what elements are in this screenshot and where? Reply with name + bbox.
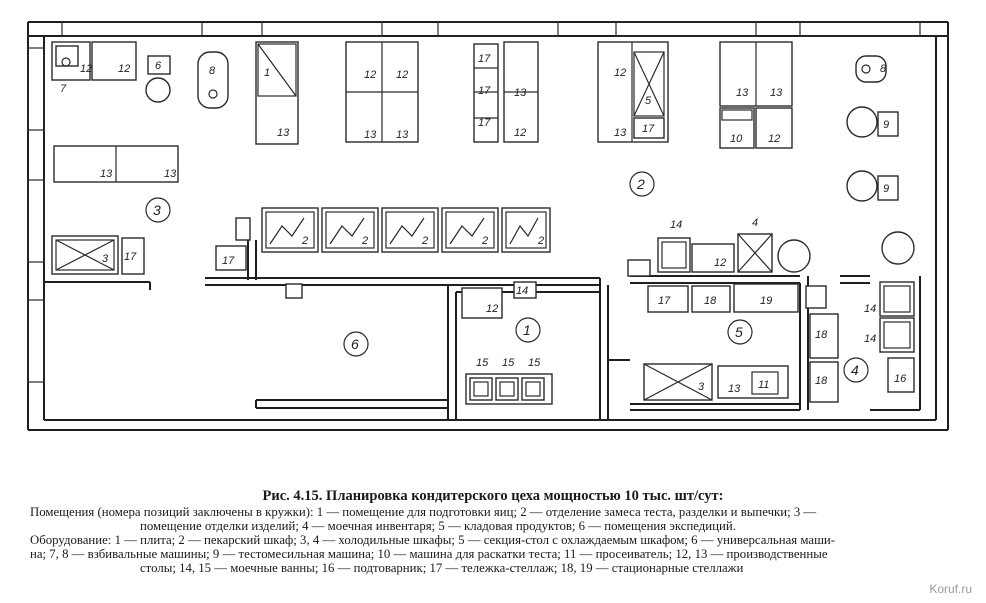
outer-walls (27, 21, 949, 431)
label-12: 12 (118, 63, 130, 75)
room-6-marker: 6 (351, 336, 359, 352)
label-8: 8 (880, 63, 887, 75)
label-12: 12 (714, 257, 726, 269)
label-14: 14 (516, 285, 528, 297)
equipment-legend-line-3: столы; 14, 15 — моечные ванны; 16 — подт… (140, 561, 744, 575)
label-5: 5 (645, 95, 652, 107)
label-12: 12 (364, 69, 376, 81)
equipment-legend-line-2: на; 7, 8 — взбивальные машины; 9 — тесто… (30, 547, 828, 561)
label-4: 4 (752, 217, 758, 229)
label-8: 8 (209, 65, 216, 77)
room-1-marker: 1 (523, 322, 531, 338)
label-15: 15 (476, 357, 489, 369)
label-15: 15 (528, 357, 541, 369)
room-markers: 1 2 3 4 5 6 (145, 171, 869, 383)
label-3: 3 (698, 381, 705, 393)
label-13: 13 (736, 87, 749, 99)
label-2: 2 (421, 235, 428, 247)
label-17: 17 (642, 123, 655, 135)
label-16: 16 (894, 373, 907, 385)
label-12: 12 (614, 67, 626, 79)
label-13: 13 (728, 383, 741, 395)
label-18: 18 (704, 295, 717, 307)
label-6: 6 (155, 60, 162, 72)
label-9: 9 (883, 119, 889, 131)
label-11: 11 (758, 379, 769, 391)
rooms-legend-line-2: помещение отделки изделий; 4 — моечная и… (140, 519, 736, 533)
label-13: 13 (277, 127, 290, 139)
room-2-marker: 2 (636, 176, 645, 192)
label-1: 1 (264, 67, 270, 79)
label-3: 3 (102, 253, 109, 265)
label-10: 10 (730, 133, 743, 145)
watermark: Koruf.ru (929, 582, 972, 596)
label-9: 9 (883, 183, 889, 195)
equipment-legend-line-1: Оборудование: 1 — плита; 2 — пекарский ш… (30, 533, 836, 547)
label-18: 18 (815, 375, 828, 387)
figure-caption: Рис. 4.15. Планировка кондитерского цеха… (262, 488, 724, 504)
figure-legend: Помещения (номера позиций заключены в кр… (30, 505, 960, 575)
label-2: 2 (301, 235, 308, 247)
floor-plan: 7 12 12 6 8 1 13 12 12 13 13 17 17 17 13… (27, 21, 949, 431)
label-13: 13 (614, 127, 627, 139)
rooms-legend-line-1: Помещения (номера позиций заключены в кр… (30, 505, 817, 519)
interior-walls (44, 240, 921, 420)
label-13: 13 (100, 168, 113, 180)
label-12: 12 (514, 127, 526, 139)
label-2: 2 (481, 235, 488, 247)
label-13: 13 (396, 129, 409, 141)
label-7: 7 (60, 83, 67, 95)
label-12: 12 (396, 69, 408, 81)
label-18: 18 (815, 329, 828, 341)
label-17: 17 (658, 295, 671, 307)
equipment: 7 12 12 6 8 1 13 12 12 13 13 17 17 17 13… (51, 41, 915, 405)
label-17: 17 (478, 117, 491, 129)
label-13: 13 (364, 129, 377, 141)
label-12: 12 (80, 63, 92, 75)
room-4-marker: 4 (851, 362, 859, 378)
label-17: 17 (478, 85, 491, 97)
label-17: 17 (124, 251, 137, 263)
label-17: 17 (222, 255, 235, 267)
label-13: 13 (514, 87, 527, 99)
label-19: 19 (760, 295, 772, 307)
label-15: 15 (502, 357, 515, 369)
label-13: 13 (770, 87, 783, 99)
label-17: 17 (478, 53, 491, 65)
room-3-marker: 3 (153, 202, 161, 218)
label-2: 2 (537, 235, 544, 247)
label-2: 2 (361, 235, 368, 247)
label-14: 14 (864, 303, 876, 315)
label-12: 12 (768, 133, 780, 145)
room-5-marker: 5 (735, 324, 743, 340)
label-13: 13 (164, 168, 177, 180)
label-14: 14 (864, 333, 876, 345)
label-14: 14 (670, 219, 682, 231)
label-12: 12 (486, 303, 498, 315)
